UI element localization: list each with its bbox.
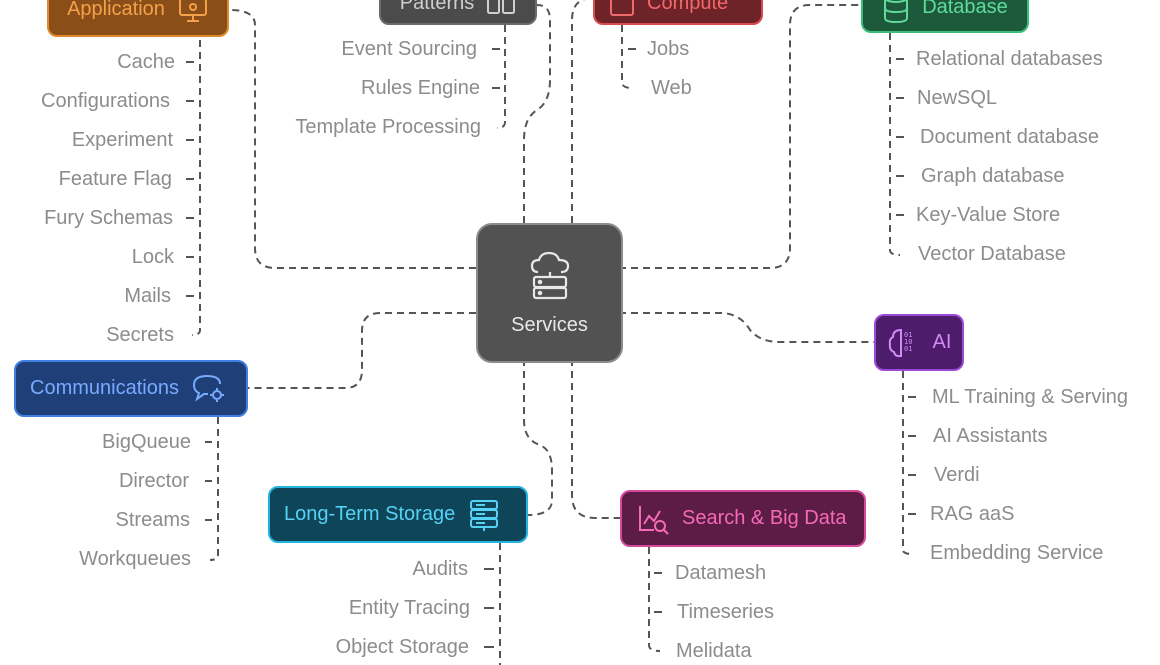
list-item: Melidata <box>676 640 752 662</box>
square-icon <box>609 0 635 17</box>
database-node[interactable]: Database <box>861 0 1029 33</box>
list-item: Key-Value Store <box>916 204 1061 226</box>
services-label: Services <box>511 313 588 336</box>
list-item: Director <box>118 470 189 492</box>
list-item: Jobs <box>647 38 690 60</box>
brain-binary-icon: 01 10 01 <box>887 326 921 360</box>
list-item: AI Assistants <box>933 425 1048 447</box>
search-big-data-label: Search & Big Data <box>682 507 847 529</box>
list-item: Document database <box>920 126 1100 148</box>
list-item: Mails <box>124 285 171 307</box>
list-item: Graph database <box>921 165 1065 187</box>
list-item: Event Sourcing <box>341 38 477 60</box>
compute-node[interactable]: Compute <box>593 0 763 25</box>
communications-node[interactable]: Communications <box>14 360 248 417</box>
list-item: Feature Flag <box>58 168 172 190</box>
server-rack-icon <box>467 498 501 532</box>
list-item: Fury Schemas <box>44 207 173 229</box>
monitor-gear-icon <box>177 0 209 23</box>
long-term-storage-label: Long-Term Storage <box>284 503 456 525</box>
list-item: Datamesh <box>675 562 767 584</box>
list-item: Experiment <box>71 129 173 151</box>
list-item: Vector Database <box>918 243 1066 265</box>
list-item: Entity Tracing <box>348 597 470 619</box>
communications-label: Communications <box>30 377 179 399</box>
application-label: Application <box>67 0 165 20</box>
list-item: Object Storage <box>335 636 469 658</box>
list-item: Audits <box>412 558 468 580</box>
list-item: Timeseries <box>677 601 775 623</box>
svg-text:10: 10 <box>904 338 912 346</box>
list-item: Cache <box>117 51 175 73</box>
services-center-node[interactable]: Services <box>476 223 623 363</box>
list-item: Relational databases <box>916 48 1103 70</box>
list-item: Embedding Service <box>930 542 1104 564</box>
list-item: Web <box>651 77 692 99</box>
cloud-server-icon <box>528 250 572 308</box>
database-label: Database <box>922 0 1008 18</box>
ai-label: AI <box>932 331 952 353</box>
chart-search-icon <box>636 502 670 536</box>
compute-label: Compute <box>647 0 729 14</box>
list-item: Lock <box>131 246 174 268</box>
list-item: RAG aaS <box>930 503 1015 525</box>
columns-icon <box>486 0 516 16</box>
list-item: Rules Engine <box>361 77 480 99</box>
patterns-node[interactable]: Patterns <box>379 0 537 25</box>
long-term-storage-node[interactable]: Long-Term Storage <box>268 486 528 543</box>
patterns-label: Patterns <box>399 0 475 14</box>
ai-node[interactable]: 01 10 01 AI <box>874 314 964 371</box>
list-item: Secrets <box>106 324 174 346</box>
list-item: Workqueues <box>79 548 191 570</box>
list-item: BigQueue <box>102 431 191 453</box>
list-item: Template Processing <box>295 116 481 138</box>
list-item: NewSQL <box>917 87 998 109</box>
list-item: Verdi <box>934 464 980 486</box>
database-icon <box>882 0 910 23</box>
svg-text:01: 01 <box>904 331 912 339</box>
list-item: Streams <box>115 509 190 531</box>
chat-gear-icon <box>191 373 227 405</box>
application-node[interactable]: Application <box>47 0 229 37</box>
svg-text:01: 01 <box>904 345 912 353</box>
list-item: Configurations <box>41 90 170 112</box>
list-item: ML Training & Serving <box>932 386 1129 408</box>
search-big-data-node[interactable]: Search & Big Data <box>620 490 866 547</box>
